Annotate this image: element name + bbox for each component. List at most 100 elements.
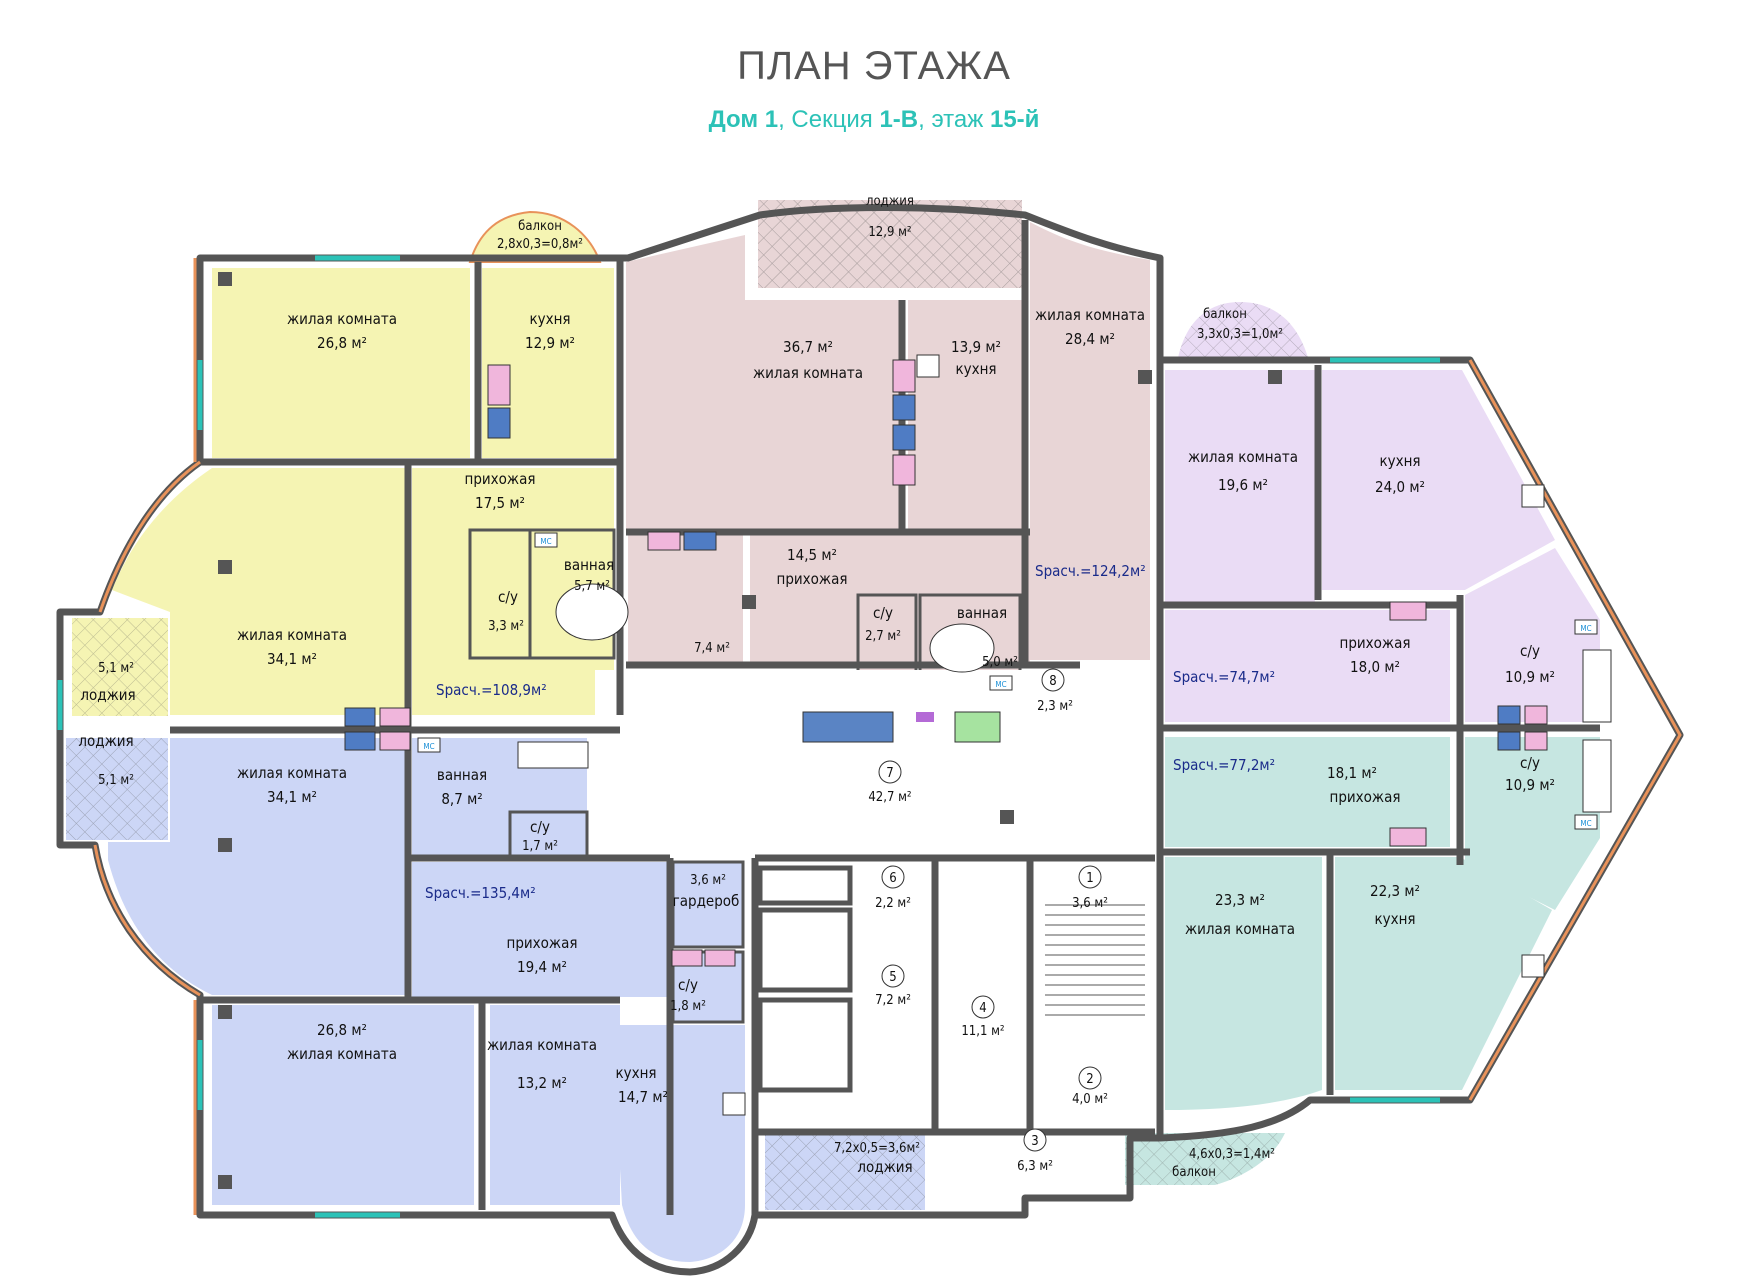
room-t-living[interactable]	[1165, 857, 1322, 1110]
room-b-wc1[interactable]	[508, 810, 589, 858]
room-b-living3[interactable]	[490, 1005, 620, 1205]
room-name: с/у	[1520, 642, 1540, 660]
room-b-living1[interactable]	[108, 738, 405, 995]
column	[218, 560, 232, 574]
room-l-hall[interactable]	[1165, 610, 1450, 722]
room-area: 10,9 м²	[1505, 668, 1555, 686]
room-l-living[interactable]	[1165, 370, 1315, 605]
column	[218, 1005, 232, 1019]
room-area: 19,4 м²	[517, 958, 567, 976]
cabinet	[344, 731, 376, 751]
room-area: 10,9 м²	[1505, 776, 1555, 794]
apartment-blue[interactable]	[66, 738, 925, 1262]
cabinet	[892, 424, 916, 451]
common-number-circle	[878, 760, 902, 784]
common-area: 2,3 м²	[1037, 699, 1073, 714]
room-name: лоджия	[866, 194, 914, 209]
room-area: 4,6х0,3=1,4м²	[1189, 1147, 1275, 1162]
room-area: 17,5 м²	[475, 494, 525, 512]
room-area: 7,2х0,5=3,6м²	[834, 1141, 920, 1156]
room-t-kitchen[interactable]	[1335, 857, 1552, 1090]
room-y-wc[interactable]	[468, 528, 532, 660]
room-area: 7,4 м²	[694, 641, 730, 656]
room-name: кухня	[529, 310, 570, 328]
common-area: 42,7 м²	[868, 790, 911, 805]
corridor-7[interactable]	[595, 670, 1155, 850]
common-number: 5	[889, 970, 896, 985]
bathtub	[517, 741, 589, 769]
column	[1138, 370, 1152, 384]
common-number-circle	[971, 995, 995, 1019]
window-frame	[98, 460, 201, 613]
fixture	[954, 711, 1001, 743]
room-y-balcony[interactable]	[468, 210, 602, 263]
lift-shafts	[757, 865, 853, 1093]
room-b-kitchen[interactable]	[612, 1025, 745, 1262]
room-name: жилая комната	[237, 764, 347, 782]
column	[218, 838, 232, 852]
room-name: жилая комната	[287, 1045, 397, 1063]
room-l-kitchen[interactable]	[1322, 370, 1555, 590]
room-y-hall-lower[interactable]	[540, 670, 590, 715]
room-p-kitchen[interactable]	[908, 300, 1023, 530]
lift-shaft	[757, 907, 853, 993]
room-area: 5,1 м²	[98, 773, 134, 788]
common-number-circle	[881, 865, 905, 889]
room-y-living1[interactable]	[212, 268, 470, 458]
common-number-circle	[1023, 1128, 1047, 1152]
bathtub	[1582, 649, 1612, 723]
loggia-hatch	[758, 200, 1022, 288]
room-name: прихожая	[1330, 788, 1401, 806]
stair-1[interactable]	[1035, 862, 1153, 1042]
room-b-wardrobe[interactable]	[671, 860, 745, 949]
common-area: 2,2 м²	[875, 896, 911, 911]
room-name: с/у	[498, 588, 518, 606]
room-p-living1[interactable]	[626, 235, 902, 530]
balcony-hatch	[1178, 302, 1308, 358]
apartment-teal[interactable]	[1125, 737, 1600, 1185]
room-area: 1,7 м²	[522, 839, 558, 854]
room-b-hall[interactable]	[412, 862, 667, 997]
common-number: 8	[1049, 674, 1056, 689]
page-title: ПЛАН ЭТАЖА	[737, 44, 1011, 88]
cabinet	[647, 531, 681, 551]
room-name: жилая комната	[1188, 448, 1298, 466]
room-area: 13,9 м²	[951, 338, 1001, 356]
room-area: 2,8х0,3=0,8м²	[497, 237, 583, 252]
room-t-wc[interactable]	[1465, 737, 1600, 910]
balcony-hatch	[1125, 1133, 1285, 1185]
apartment-lilac[interactable]	[1165, 302, 1600, 722]
room-area: 5,0 м²	[982, 655, 1018, 670]
cabinet	[487, 364, 511, 406]
stove	[1521, 954, 1545, 978]
room-y-living2[interactable]	[112, 468, 405, 715]
room-area: 1,8 м²	[670, 999, 706, 1014]
room-name: жилая комната	[487, 1036, 597, 1054]
common-number: 3	[1031, 1134, 1038, 1149]
room-name: жилая комната	[1035, 306, 1145, 324]
loggia-hatch	[72, 618, 168, 716]
room-name: прихожая	[465, 470, 536, 488]
room-p-living2[interactable]	[1030, 222, 1150, 660]
apartment-total-area: Sрасч.=124,2м²	[1035, 562, 1146, 580]
room-name: кухня	[615, 1064, 656, 1082]
room-area: 8,7 м²	[441, 790, 482, 808]
room-name: ванная	[957, 604, 1007, 622]
common-number: 4	[979, 1001, 986, 1016]
room-area: 36,7 м²	[783, 338, 833, 356]
room-area: 5,7 м²	[574, 579, 610, 594]
bathtub	[1582, 739, 1612, 813]
room-area: 3,3х0,3=1,0м²	[1197, 327, 1283, 342]
room-l-wc[interactable]	[1465, 548, 1600, 722]
room-area: 19,6 м²	[1218, 476, 1268, 494]
cabinet	[1389, 827, 1427, 847]
stove	[722, 1092, 746, 1116]
room-name: жилая комната	[287, 310, 397, 328]
cabinet	[671, 949, 703, 967]
room-b-living2[interactable]	[212, 1005, 474, 1205]
cabinet	[683, 531, 717, 551]
room-p-closet[interactable]	[628, 535, 743, 663]
cabinet	[1524, 731, 1548, 751]
room-name: прихожая	[507, 934, 578, 952]
column	[1000, 810, 1014, 824]
